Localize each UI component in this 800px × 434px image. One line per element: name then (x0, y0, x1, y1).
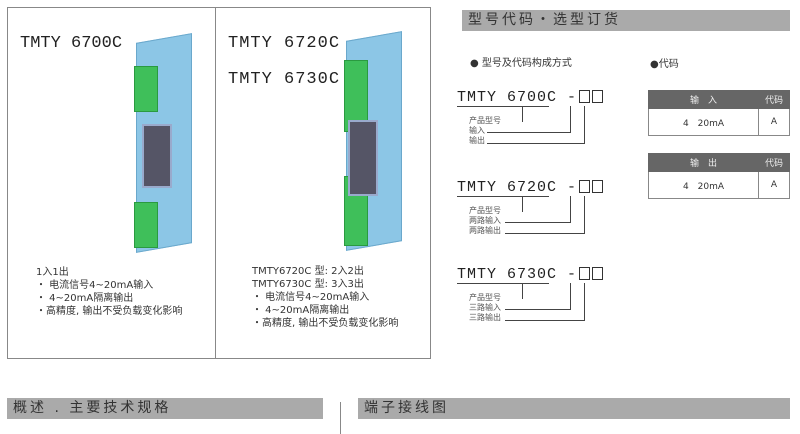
product-panel (7, 7, 431, 359)
module-image-6720c (338, 31, 408, 251)
code-diagram-6730c: TMTY 6730C - 产品型号三路输入三路输出 (457, 263, 604, 322)
code-model: TMTY 6700C - (457, 89, 578, 106)
code-model: TMTY 6720C - (457, 179, 578, 196)
desc-line: 1入1出 (36, 267, 69, 278)
desc-line: ・ 4~20mA隔离输出 (252, 305, 350, 316)
input-code-box (579, 267, 591, 280)
input-code-box (579, 180, 591, 193)
table-header: 代码 (758, 90, 790, 109)
table-header: 代码 (758, 153, 790, 172)
code-label: 产品型号 (469, 116, 501, 125)
overview-header: 概述 . 主要技术规格 (7, 398, 323, 419)
table-header: 输 入 (648, 90, 759, 109)
desc-line: ・ 电流信号4~20mA输入 (252, 292, 370, 303)
code-label: 输入 (469, 126, 485, 135)
desc-line: ・高精度, 输出不受负载变化影响 (36, 306, 183, 317)
desc-line: ・高精度, 输出不受负载变化影响 (252, 318, 399, 329)
table-cell: A (758, 171, 790, 199)
output-code-box (592, 267, 604, 280)
product-title-6730c: TMTY 6730C (228, 70, 341, 89)
table-cell: 4 20mA (648, 171, 759, 199)
code-label: 产品型号 (469, 293, 501, 302)
code-label: 两路输入 (469, 216, 501, 225)
output-code-box (592, 180, 604, 193)
code-label: 产品型号 (469, 206, 501, 215)
code-model: TMTY 6730C - (457, 266, 578, 283)
wiring-header: 端子接线图 (358, 398, 790, 419)
code-diagram-6720c: TMTY 6720C - 产品型号两路输入两路输出 (457, 176, 604, 235)
code-label: 两路输出 (469, 226, 501, 235)
input-code-box (579, 90, 591, 103)
table-cell: A (758, 108, 790, 136)
product-title-6700c: TMTY 6700C (20, 34, 123, 53)
desc-line: ・ 电流信号4~20mA输入 (36, 280, 154, 291)
code-label: 三路输出 (469, 313, 501, 322)
desc-line: TMTY6730C 型: 3入3出 (252, 279, 364, 290)
bottom-divider (340, 402, 341, 434)
panel-divider (215, 7, 216, 359)
product-title-6720c: TMTY 6720C (228, 34, 341, 53)
code-label: 三路输入 (469, 303, 501, 312)
table-header: 输 出 (648, 153, 759, 172)
product-desc-6700c: 1入1出 ・ 电流信号4~20mA输入 ・ 4~20mA隔离输出 ・高精度, 输… (36, 266, 182, 318)
module-image-6700c (128, 33, 198, 253)
order-header: 型号代码・选型订货 (462, 10, 790, 31)
composition-title: ● 型号及代码构成方式 (470, 58, 572, 69)
desc-line: TMTY6720C 型: 2入2出 (252, 266, 364, 277)
code-label: 输出 (469, 136, 485, 145)
code-title: ●代码 (650, 59, 679, 70)
desc-line: ・ 4~20mA隔离输出 (36, 293, 134, 304)
product-desc-6720c: TMTY6720C 型: 2入2出 TMTY6730C 型: 3入3出 ・ 电流… (252, 265, 398, 330)
code-diagram-6700c: TMTY 6700C - 产品型号输入输出 (457, 86, 604, 145)
table-cell: 4 20mA (648, 108, 759, 136)
output-code-box (592, 90, 604, 103)
